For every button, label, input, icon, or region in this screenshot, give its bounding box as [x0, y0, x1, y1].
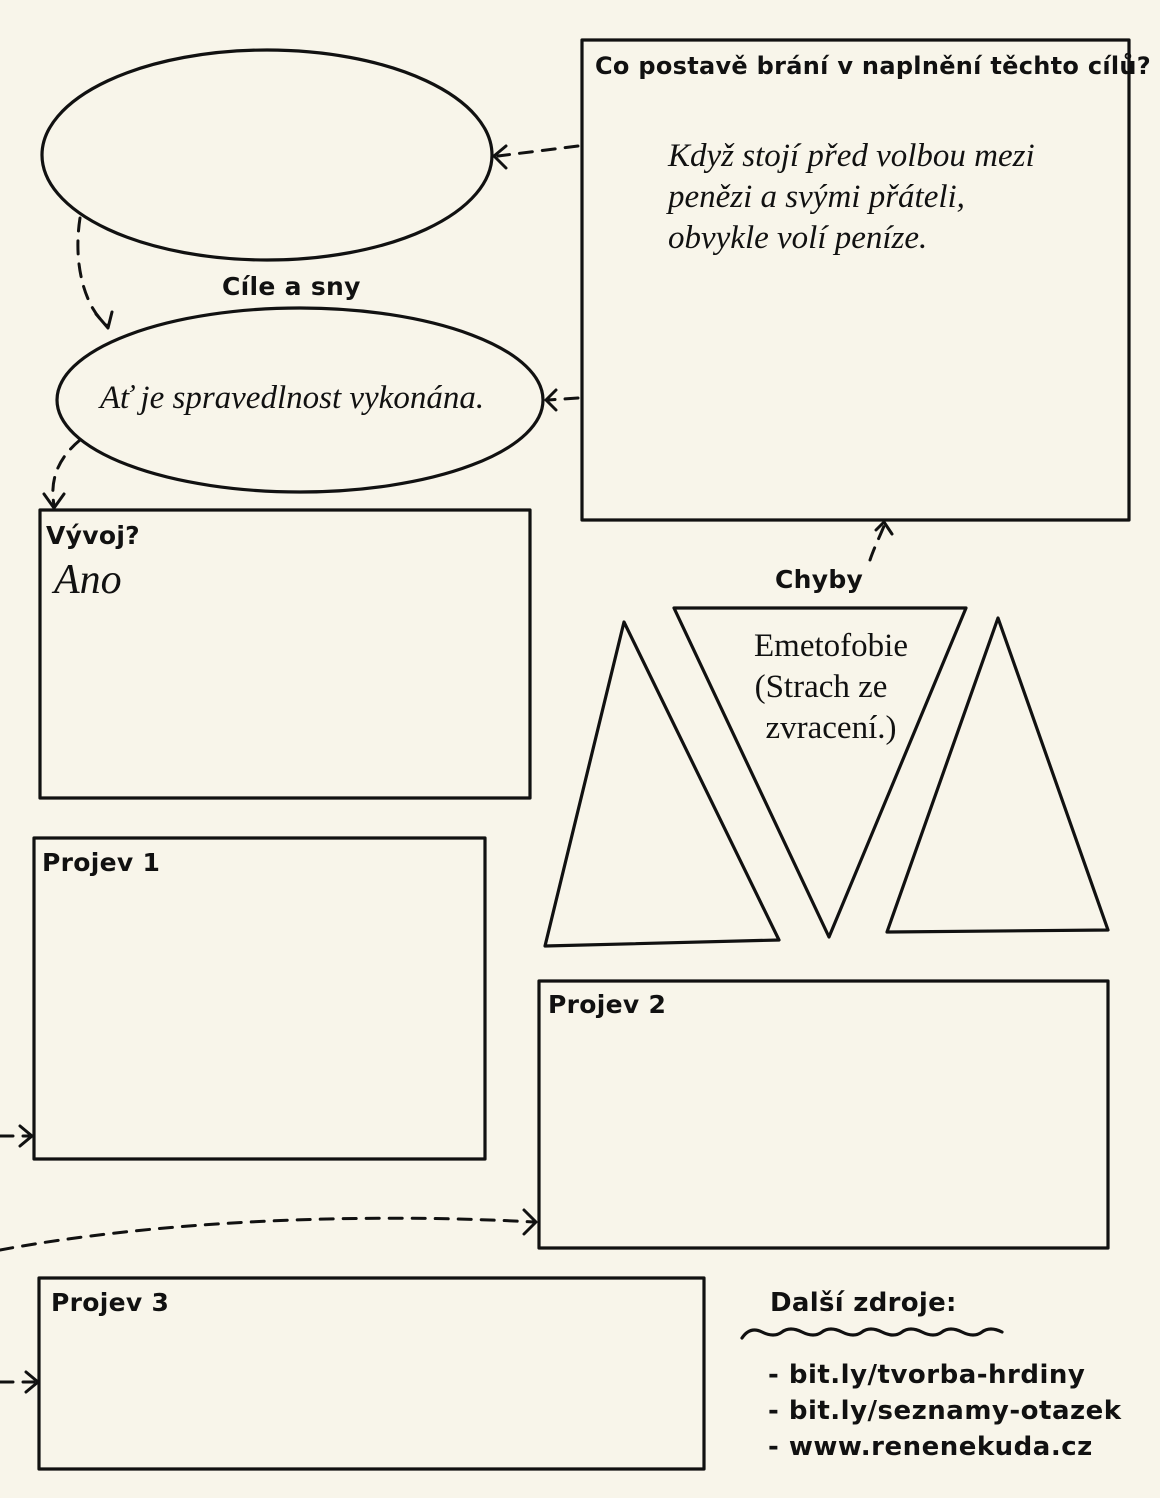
- resource-link-1: - bit.ly/tvorba-hrdiny: [768, 1360, 1086, 1390]
- goal-ellipse-top: [40, 48, 494, 262]
- flaws-line: zvracení.): [765, 710, 897, 746]
- flaws-line: Emetofobie: [754, 628, 908, 664]
- obstacles-line: Když stojí před volbou mezi: [668, 138, 1035, 174]
- obstacles-line: penězi a svými přáteli,: [668, 179, 965, 215]
- flaw-triangle-middle: [672, 606, 968, 939]
- arrow-top-to-bottom-ellipse: [76, 216, 110, 328]
- resources-title: Další zdroje:: [770, 1288, 957, 1318]
- arrow-ellipse-to-evolution: [51, 438, 82, 507]
- obstacles-title: Co postavě brání v naplnění těchto cílů?: [595, 52, 1152, 80]
- arrow-obstacles-to-bottom-ellipse: [546, 396, 580, 402]
- flaw-triangle-right: [885, 616, 1110, 934]
- goals-text: Ať je spravedlnost vykonána.: [100, 380, 485, 416]
- flaws-line: (Strach ze: [754, 669, 888, 705]
- arrowhead-projev-2: [522, 1208, 538, 1236]
- goals-title: Cíle a sny: [222, 272, 361, 301]
- arrowhead-obstacles: [874, 520, 894, 536]
- evolution-box: [38, 508, 532, 800]
- arrowhead-bottom-ellipse: [544, 388, 558, 412]
- projev-2-box: [537, 979, 1110, 1250]
- evolution-title: Vývoj?: [46, 521, 140, 550]
- resources-squiggle: [740, 1327, 1004, 1340]
- arrow-flaws-to-obstacles: [868, 524, 886, 562]
- arrowhead-projev-1: [18, 1124, 34, 1148]
- evolution-answer: Ano: [54, 557, 122, 603]
- projev-3-box: [37, 1276, 706, 1471]
- flaws-text: Emetofobie (Strach ze zvracení.): [726, 626, 936, 749]
- projev-2-title: Projev 2: [548, 990, 667, 1019]
- arrowhead-bottom-ellipse-top: [94, 310, 114, 330]
- goal-ellipse-bottom: [55, 306, 545, 494]
- arrow-obstacles-to-top-ellipse: [496, 144, 580, 158]
- resource-link-2: - bit.ly/seznamy-otazek: [768, 1396, 1122, 1426]
- obstacles-text: Když stojí před volbou mezi penězi a svý…: [668, 136, 1035, 259]
- obstacles-line: obvykle volí peníze.: [668, 220, 928, 256]
- flaw-triangle-left: [543, 620, 781, 948]
- arrow-to-projev-2: [0, 1216, 536, 1252]
- flaws-title: Chyby: [775, 565, 864, 594]
- projev-3-title: Projev 3: [51, 1288, 170, 1317]
- projev-1-box: [32, 836, 487, 1161]
- arrowhead-projev-3: [24, 1370, 40, 1394]
- projev-1-title: Projev 1: [42, 848, 161, 877]
- arrowhead-top-ellipse: [492, 144, 508, 170]
- obstacles-box: [580, 38, 1131, 522]
- resource-link-3: - www.renenekuda.cz: [768, 1432, 1093, 1462]
- arrowhead-evolution: [42, 492, 66, 510]
